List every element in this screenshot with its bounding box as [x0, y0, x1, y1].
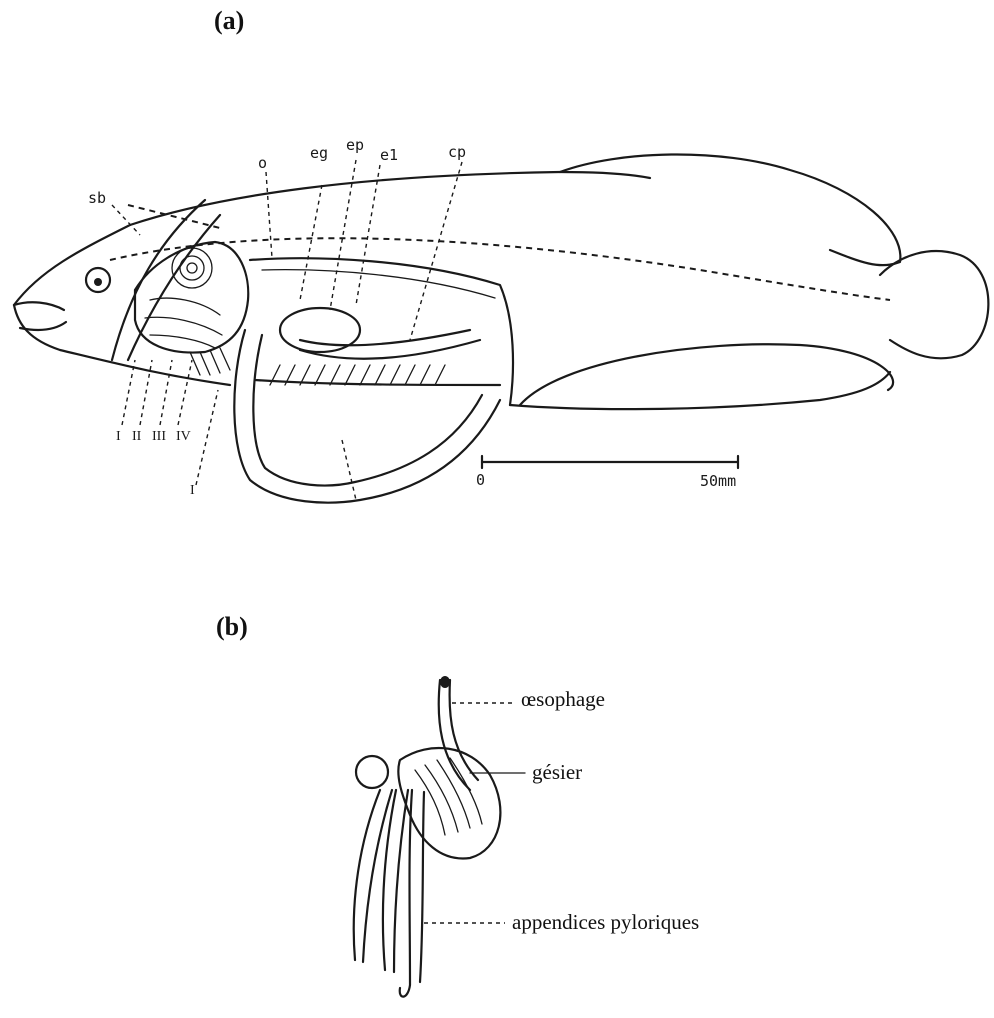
label-eg: eg [310, 144, 328, 162]
label-arch-4: IV [176, 429, 191, 444]
label-arch-2: II [132, 429, 142, 444]
label-arch-1: I [116, 429, 121, 444]
scale-bar-start: 0 [476, 471, 485, 489]
label-sb: sb [88, 189, 106, 207]
label-oesophage: œsophage [521, 687, 605, 712]
label-ep: ep [346, 136, 364, 154]
scale-bar: 0 50mm [476, 456, 738, 490]
label-e1: e1 [380, 146, 398, 164]
label-appendices-pyloriques: appendices pyloriques [512, 910, 699, 935]
scale-bar-end: 50mm [700, 472, 736, 490]
label-o: o [258, 154, 267, 172]
label-gesier: gésier [532, 760, 582, 785]
stomach-drawing [354, 676, 501, 997]
label-arch-3: III [152, 429, 166, 444]
fish-body-outline [14, 154, 988, 502]
label-lower: I [190, 483, 195, 498]
label-cp: cp [448, 143, 466, 161]
